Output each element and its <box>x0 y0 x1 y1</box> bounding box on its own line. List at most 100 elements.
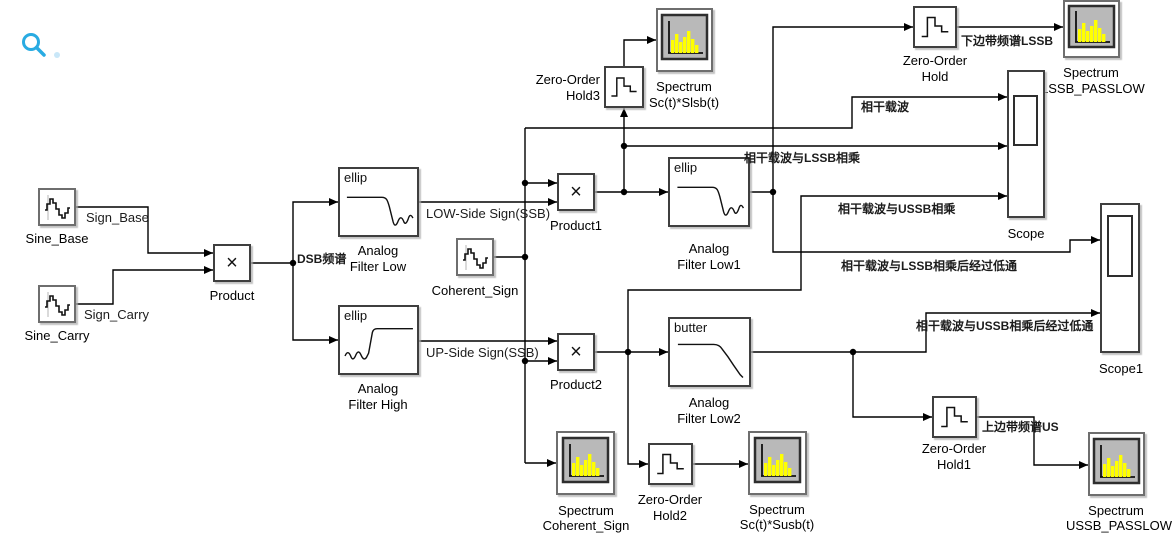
signal-label-up-side: UP-Side Sign(SSB) <box>426 345 539 360</box>
block-label-spectrum-lssb-2: LSSB_PASSLOW <box>1041 81 1145 96</box>
filter-method-label: butter <box>674 320 708 335</box>
block-label-scope: Scope <box>1007 226 1045 241</box>
signal-label-coherent-carrier: 相干载波 <box>861 100 910 114</box>
block-label-analog-filter-high-2: Filter High <box>348 397 408 412</box>
signal-label-sign-carry: Sign_Carry <box>84 307 150 322</box>
junction-dots <box>289 142 857 365</box>
block-zero-order-hold3[interactable] <box>604 66 644 108</box>
multiply-icon: × <box>226 251 238 274</box>
lowpass-curve-icon <box>677 343 744 378</box>
block-label-spectrum-susb-1: Spectrum <box>749 502 805 517</box>
wire-sinebase-product <box>76 206 213 254</box>
signal-label-dsb-spectrum: DSB频谱 <box>297 252 347 266</box>
block-sine-carry[interactable] <box>38 285 76 323</box>
block-label-spectrum-ussb-2: USSB_PASSLOW <box>1066 518 1172 533</box>
wire-zoh3-spectrum <box>623 39 656 66</box>
block-label-spectrum-slsb-1: Spectrum <box>656 79 712 94</box>
filter-method-label: ellip <box>674 160 698 175</box>
spectrum-display-icon <box>561 436 610 484</box>
block-label-zoh-2: Hold <box>921 69 949 84</box>
block-label-zoh1-1: Zero-Order <box>921 441 987 456</box>
block-label-analog-filter-low-2: Filter Low <box>349 259 407 274</box>
wire-ussbmult-scope <box>627 195 1007 352</box>
signal-label-carrier-lssb: 相干载波与LSSB相乘 <box>744 151 861 165</box>
block-label-spectrum-slsb-2: Sc(t)*Slsb(t) <box>648 95 720 110</box>
block-label-zoh2-1: Zero-Order <box>637 492 703 507</box>
block-label-spectrum-ussb-1: Spectrum <box>1088 503 1144 518</box>
signal-label-low-side: LOW-Side Sign(SSB) <box>426 206 551 221</box>
wire-sinecarry-product <box>76 269 213 305</box>
block-spectrum-lssb-passlow[interactable] <box>1063 0 1120 58</box>
arrowheads <box>204 23 1100 469</box>
block-label-analog-filter-low2-2: Filter Low2 <box>677 411 741 426</box>
wire-filterlow2-zoh1 <box>852 352 932 418</box>
block-label-product: Product <box>209 288 255 303</box>
block-scope1[interactable] <box>1100 203 1140 353</box>
block-analog-filter-low1[interactable]: ellip <box>668 157 750 227</box>
wire-lssblp-scope1 <box>772 192 1100 253</box>
highpass-curve-icon <box>344 327 413 360</box>
staircase-icon <box>657 453 684 475</box>
block-label-product1: Product1 <box>549 218 603 233</box>
block-zero-order-hold2[interactable] <box>648 443 693 485</box>
multiply-icon: × <box>570 180 582 203</box>
block-spectrum-susb[interactable] <box>748 431 807 495</box>
block-label-zoh1-2: Hold1 <box>937 457 971 472</box>
block-analog-filter-low2[interactable]: butter <box>668 317 751 387</box>
wire-zoh1-spectrumussb <box>977 416 1088 466</box>
filter-method-label: ellip <box>344 308 368 323</box>
sine-wave-icon <box>45 195 70 220</box>
block-analog-filter-high[interactable]: ellip <box>338 305 419 375</box>
block-zero-order-hold1[interactable] <box>932 396 977 438</box>
block-label-zoh3-2: Hold3 <box>566 88 600 103</box>
block-label-analog-filter-low-1: Analog <box>357 243 399 258</box>
wire-filterlow1-zoh <box>772 26 913 192</box>
block-analog-filter-low[interactable]: ellip <box>338 167 419 237</box>
block-coherent-sign[interactable] <box>456 238 494 276</box>
block-label-product2: Product2 <box>549 377 603 392</box>
spectrum-display-icon <box>1067 4 1116 49</box>
spectrum-display-icon <box>660 13 709 61</box>
block-zero-order-hold[interactable] <box>913 6 957 48</box>
block-label-analog-filter-low1-1: Analog <box>688 241 730 256</box>
block-spectrum-ussb-passlow[interactable] <box>1088 432 1145 496</box>
staircase-icon <box>611 77 637 97</box>
block-label-scope1: Scope1 <box>1098 361 1144 376</box>
block-label-sine-carry: Sine_Carry <box>24 328 90 343</box>
signal-label-lssb-band-spectrum: 下边带频谱LSSB <box>961 34 1054 48</box>
lowpass-curve-icon <box>677 186 745 216</box>
block-label-coherent-sign: Coherent_Sign <box>431 283 519 298</box>
block-product1[interactable]: × <box>557 173 595 211</box>
block-label-zoh3-1: Zero-Order <box>535 72 600 87</box>
block-product[interactable]: × <box>213 244 251 282</box>
block-label-analog-filter-high-1: Analog <box>357 381 399 396</box>
filter-method-label: ellip <box>344 170 368 185</box>
block-product2[interactable]: × <box>557 333 595 371</box>
block-sine-base[interactable] <box>38 188 76 226</box>
block-label-spectrum-susb-2: Sc(t)*Susb(t) <box>739 517 815 532</box>
search-icon[interactable] <box>20 31 48 59</box>
wire-ussblp-scope1 <box>751 312 1100 353</box>
multiply-icon: × <box>570 340 582 363</box>
wire-product2-zoh2 <box>627 352 648 465</box>
block-label-analog-filter-low2-1: Analog <box>688 395 730 410</box>
scope-display-icon <box>1107 215 1133 277</box>
block-scope[interactable] <box>1007 70 1045 218</box>
spectrum-display-icon <box>1092 437 1141 485</box>
block-label-spectrum-lssb-1: Spectrum <box>1063 65 1119 80</box>
sine-wave-icon <box>45 292 70 317</box>
block-spectrum-slsb[interactable] <box>656 8 713 72</box>
block-label-sine-base: Sine_Base <box>25 231 89 246</box>
block-spectrum-coherent[interactable] <box>556 431 615 495</box>
sine-wave-icon <box>463 245 488 270</box>
wire-dsb-filterlow <box>292 201 338 263</box>
block-label-analog-filter-low1-2: Filter Low1 <box>677 257 741 272</box>
signal-label-sign-base: Sign_Base <box>86 210 149 225</box>
block-label-zoh2-2: Hold2 <box>653 508 687 523</box>
signal-label-carrier-lssb-lowpass: 相干载波与LSSB相乘后经过低通 <box>841 259 1018 273</box>
wire-dsb-filterhigh <box>292 263 338 341</box>
signal-label-carrier-ussb-lowpass: 相干载波与USSB相乘后经过低通 <box>916 319 1094 333</box>
signal-label-ussb-band-spectrum: 上边带频谱US <box>982 420 1059 434</box>
